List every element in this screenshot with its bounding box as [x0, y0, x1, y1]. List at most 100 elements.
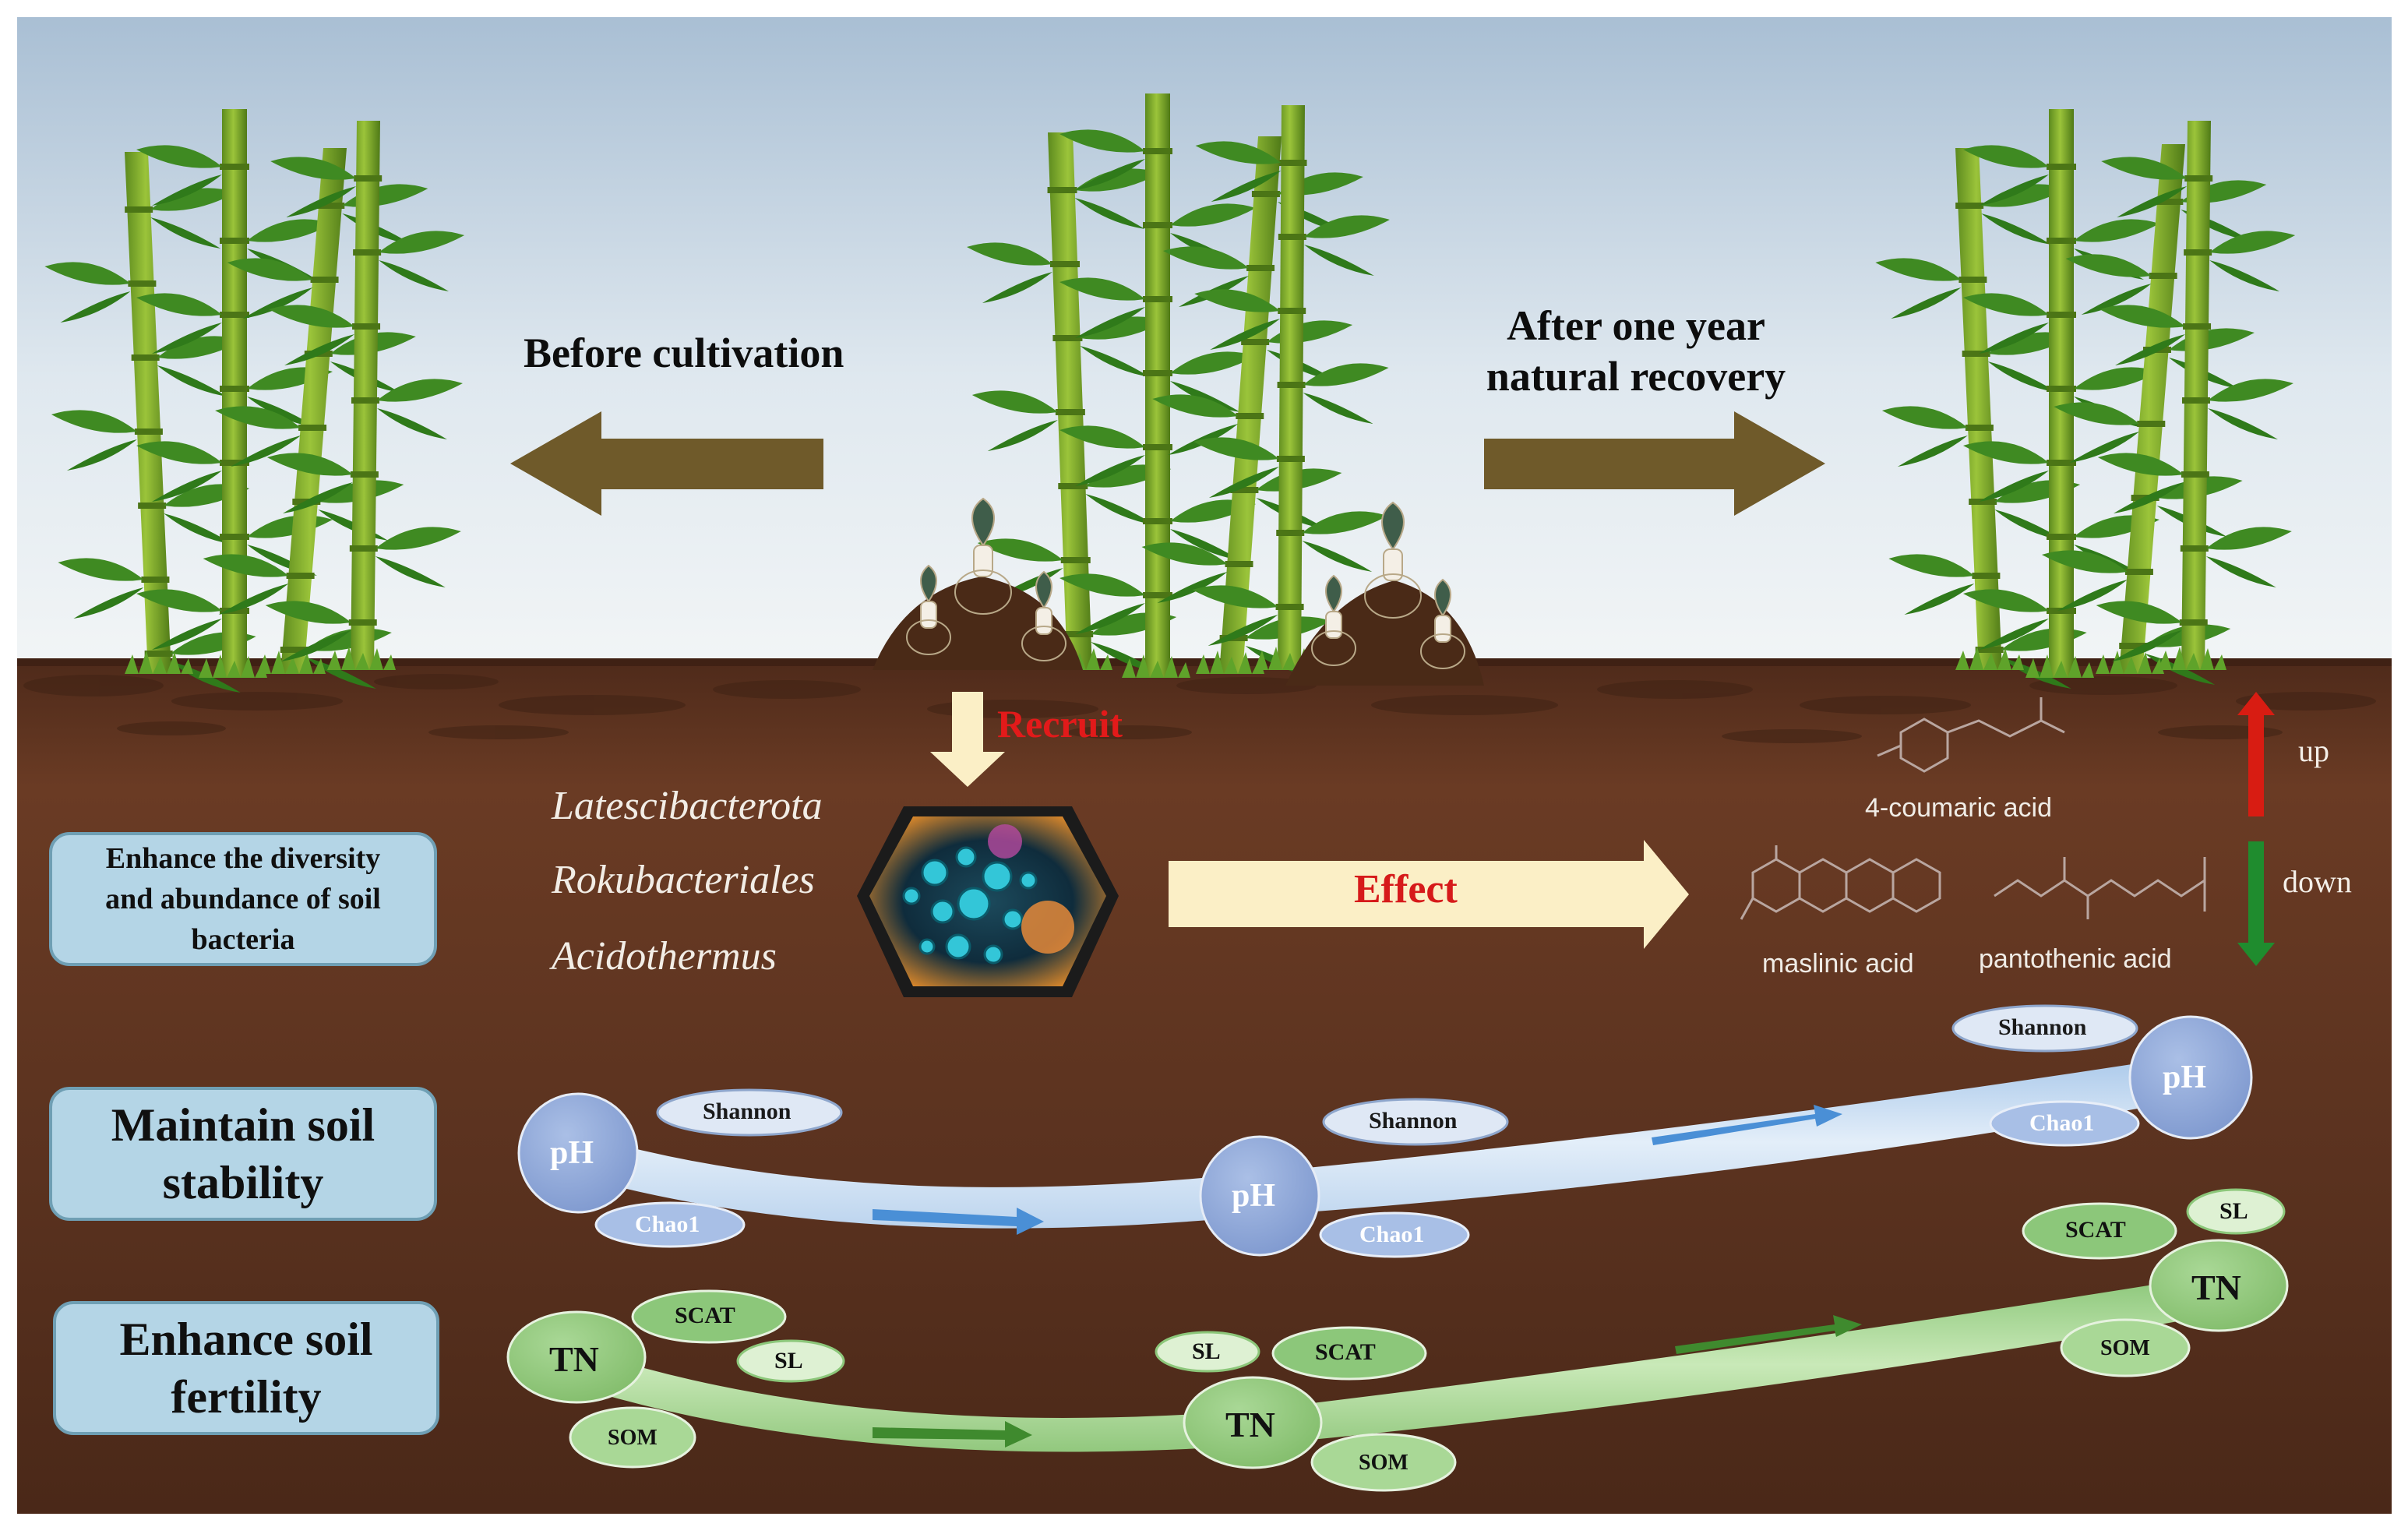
bamboo-node	[1236, 413, 1264, 419]
bamboo-leaf	[2054, 402, 2140, 425]
grass-tuft	[199, 654, 267, 678]
bamboo-node	[2181, 471, 2209, 478]
bamboo-leaf	[1987, 361, 2058, 393]
bamboo-leaf	[376, 379, 463, 402]
bamboo-leaf	[1303, 215, 1390, 238]
maslinic-acid-structure	[1740, 845, 1941, 920]
bamboo-leaf	[247, 397, 317, 428]
bamboo-node	[286, 573, 315, 579]
bamboo-node	[131, 354, 160, 361]
bamboo-cluster-right	[1875, 109, 2296, 689]
scat-node	[1271, 1326, 1427, 1381]
bamboo-leaf	[966, 242, 1052, 266]
som-label-3: SOM	[2100, 1336, 2150, 1360]
bamboo-node	[349, 545, 378, 552]
bamboo-node	[1055, 409, 1085, 415]
bamboo-leaf	[218, 584, 289, 615]
bamboo-node	[348, 619, 377, 626]
bamboo-leaf	[203, 554, 289, 577]
bamboo-node	[316, 203, 345, 209]
tn-node	[506, 1310, 647, 1404]
bamboo-node	[125, 206, 153, 213]
scat-label-3: SCAT	[2065, 1217, 2126, 1243]
bamboo-leaf	[2096, 601, 2182, 624]
bamboo-node	[2047, 608, 2076, 614]
bamboo-node	[2047, 534, 2076, 540]
stability-node-group-1	[517, 1088, 843, 1248]
bamboo-leaf	[2081, 284, 2152, 315]
bamboo-leaf	[136, 589, 222, 612]
grass-tuft	[1955, 647, 2024, 670]
bamboo-node	[1276, 530, 1305, 536]
bamboo-leaf	[284, 334, 355, 365]
chao1-node	[1989, 1100, 2140, 1147]
after-recovery-label-line1: After one year	[1507, 302, 1765, 349]
bamboo-leaf	[987, 420, 1058, 451]
bamboo-node	[1143, 296, 1172, 302]
pantothenic-acid-structure	[1994, 857, 2206, 919]
bamboo-node	[138, 503, 167, 509]
bamboo-leaf	[1208, 467, 1279, 498]
taxon-latescibacterota: Latescibacterota	[552, 784, 823, 828]
coumaric-acid-structure	[1877, 697, 2065, 773]
tn-node	[2149, 1239, 2289, 1332]
bamboo-leaf	[1075, 159, 1145, 190]
bamboo-node	[1063, 631, 1094, 637]
bamboo-leaf	[286, 186, 357, 217]
bamboo-leaf	[1963, 293, 2049, 316]
bamboo-leaf	[1303, 363, 1389, 386]
bamboo-leaf	[982, 272, 1052, 303]
effect-arrow	[1169, 840, 1689, 949]
bamboo-node	[1958, 277, 1987, 283]
bamboo-node	[1277, 382, 1306, 388]
bamboo-leaf	[215, 406, 301, 429]
som-node	[569, 1406, 696, 1469]
bamboo-node	[1276, 456, 1305, 462]
before-cultivation-label: Before cultivation	[524, 330, 844, 376]
bamboo-leaf	[1963, 441, 2049, 464]
scat-label-1: SCAT	[675, 1303, 735, 1328]
bamboo-node	[220, 460, 249, 466]
bamboo-node	[1275, 604, 1304, 610]
chao1-label-3: Chao1	[2029, 1110, 2095, 1136]
bamboo-node	[1972, 573, 2001, 579]
shannon-label-2: Shannon	[1369, 1108, 1458, 1134]
bamboo-node	[1143, 222, 1172, 228]
bamboo-leaf	[1193, 437, 1279, 460]
bamboo-node	[1060, 557, 1091, 563]
bamboo-node	[1975, 647, 2004, 653]
bamboo-leaf	[375, 527, 461, 550]
bamboo-node	[128, 280, 157, 287]
bamboo-leaf	[150, 188, 237, 211]
bamboo-node	[2181, 397, 2210, 404]
bamboo-leaf	[1152, 394, 1239, 418]
bamboo-node	[134, 428, 163, 435]
bamboo-leaf	[1979, 471, 2049, 502]
bamboo-leaf	[1302, 511, 1388, 534]
sl-node	[1155, 1331, 1260, 1373]
bamboo-node	[1965, 425, 1994, 431]
bamboo-leaf	[51, 410, 137, 433]
bamboo-leaf	[231, 436, 301, 467]
fertility-node-group-2	[1155, 1326, 1457, 1492]
ph-node	[1199, 1135, 1320, 1257]
bamboo-leaf	[1981, 184, 2068, 207]
bamboo-node	[1143, 518, 1172, 524]
bamboo-leaf	[58, 558, 144, 581]
grass-tuft	[1122, 654, 1190, 678]
ph-label-1: pH	[550, 1135, 594, 1171]
chao1-label-1: Chao1	[635, 1211, 700, 1237]
fertility-node-group-1	[506, 1289, 845, 1469]
bamboo-node	[1143, 148, 1172, 154]
chao1-label-2: Chao1	[1359, 1222, 1425, 1247]
bamboo-leaf	[1963, 145, 2049, 168]
recruit-label: Recruit	[997, 702, 1123, 746]
bamboo-leaf	[227, 258, 313, 281]
bamboo-leaf	[2100, 305, 2186, 328]
bamboo-leaf	[1074, 198, 1145, 229]
bamboo-node	[1251, 191, 1280, 197]
mushroom-mound-left	[873, 497, 1083, 670]
som-label-2: SOM	[1359, 1451, 1408, 1475]
bamboo-leaf	[1211, 171, 1282, 202]
stability-line-2: stability	[162, 1157, 324, 1208]
